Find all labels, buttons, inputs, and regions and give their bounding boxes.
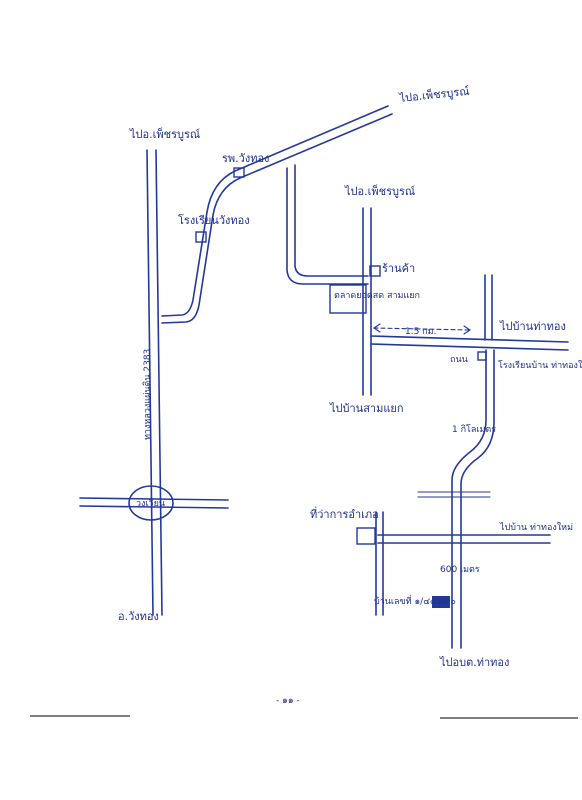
middle-road-vertical xyxy=(362,207,372,396)
label-school-right: โรงเรียนบ้าน ท่าทองใหม่ xyxy=(498,360,582,371)
right-road-north xyxy=(484,274,493,341)
lower-road-horizontal xyxy=(377,534,551,544)
label-to-phetchabun-top-right: ไปอ.เพ็ชรบูรณ์ xyxy=(398,84,470,105)
diagonal-road-northeast xyxy=(161,105,393,324)
label-hospital: รพ.วังทอง xyxy=(222,152,269,165)
label-market: ตลาดยอดสด สามแยก xyxy=(334,291,420,301)
market-box xyxy=(329,284,367,314)
label-distance-lower: 600 เมตร xyxy=(440,565,480,575)
label-village-office: ที่ว่าการอำเภอ xyxy=(310,506,379,521)
label-roundabout: วงเวียน xyxy=(136,498,165,509)
main-highway-left xyxy=(146,149,163,616)
school-right-marker xyxy=(477,351,487,361)
south-road-curved xyxy=(451,349,495,649)
label-district-bottom-left: อ.วังทอง xyxy=(118,610,159,623)
label-distance-curve: 1 กิโลเมตร xyxy=(452,424,496,435)
crossroad-left xyxy=(79,497,229,509)
hospital-box xyxy=(233,167,245,178)
label-to-right-lower: ไปบ้าน ท่าทองใหม่ xyxy=(499,522,573,533)
label-to-phetchabun-mid: ไปอ.เพ็ชรบูรณ์ xyxy=(344,184,415,198)
school-box xyxy=(195,231,207,243)
label-road-small: ถนน xyxy=(450,355,468,365)
destination-house-box xyxy=(432,596,450,608)
label-to-right-east: ไปบ้านท่าทอง xyxy=(499,320,566,333)
branch-road-to-market xyxy=(286,164,369,285)
middle-road-horizontal xyxy=(370,335,569,351)
lower-left-road xyxy=(375,511,384,616)
label-highway-no: ทางหลวงแผ่นดิน 2383 xyxy=(142,349,153,440)
label-school: โรงเรียนวังทอง xyxy=(178,213,250,227)
label-destination-house: บ้านเลขที่ ๑/๔๔๘๙๐ xyxy=(374,594,456,607)
village-office-box xyxy=(356,527,376,545)
label-to-south-mid: ไปบ้านสามแยก xyxy=(329,402,404,415)
label-to-phetchabun-top-left: ไปอ.เพ็ชรบูรณ์ xyxy=(129,127,200,141)
label-to-bottom-right: ไปอบต.ท่าทอง xyxy=(439,656,509,669)
page-number: - ๑๑ - xyxy=(276,696,300,706)
shop-box xyxy=(369,265,381,277)
label-shop: ร้านค้า xyxy=(382,262,415,275)
distance-arrow xyxy=(373,323,471,335)
label-distance-junction: 1.5 กม. xyxy=(405,327,436,337)
roundabout-circle xyxy=(128,485,174,521)
